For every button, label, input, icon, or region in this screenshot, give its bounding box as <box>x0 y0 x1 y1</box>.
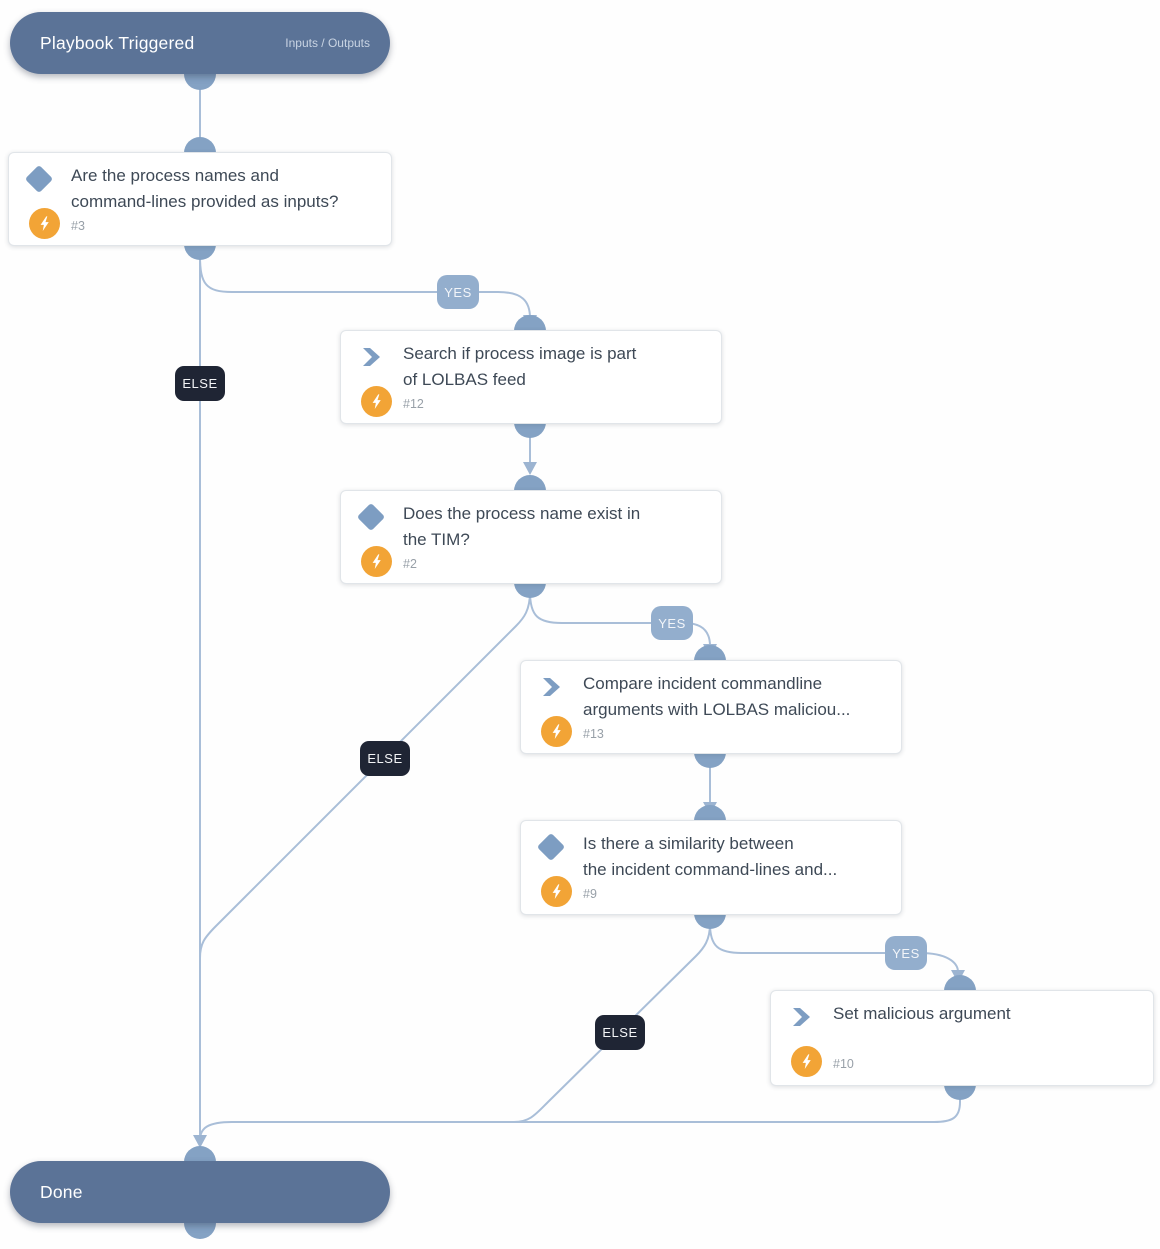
node-id: #10 <box>833 1057 854 1071</box>
yes-label-branch-2: YES <box>651 606 693 640</box>
else-label-branch-9: ELSE <box>595 1015 645 1050</box>
task-chevron-icon <box>787 1003 815 1031</box>
task-node-12[interactable]: Search if process image is part of LOLBA… <box>340 330 722 424</box>
automation-bolt-icon <box>29 208 60 239</box>
task-node-10[interactable]: Set malicious argument #10 <box>770 990 1154 1086</box>
node-id: #13 <box>583 727 604 741</box>
node-id: #9 <box>583 887 597 901</box>
automation-bolt-icon <box>541 876 572 907</box>
automation-bolt-icon <box>791 1046 822 1077</box>
node-id: #12 <box>403 397 424 411</box>
else-label-branch-2: ELSE <box>360 741 410 776</box>
automation-bolt-icon <box>361 386 392 417</box>
condition-diamond-icon <box>536 832 566 862</box>
condition-node-9[interactable]: Is there a similarity between the incide… <box>520 820 902 915</box>
condition-diamond-icon <box>24 164 54 194</box>
node-title: Are the process names and command-lines … <box>71 166 339 211</box>
yes-label-branch-3: YES <box>437 275 479 309</box>
condition-node-2[interactable]: Does the process name exist in the TIM? … <box>340 490 722 584</box>
node-title: Set malicious argument <box>833 1004 1011 1023</box>
yes-label-branch-9: YES <box>885 936 927 970</box>
node-title: Search if process image is part of LOLBA… <box>403 344 637 389</box>
task-node-13[interactable]: Compare incident commandline arguments w… <box>520 660 902 754</box>
task-chevron-icon <box>357 343 385 371</box>
inputs-outputs-link[interactable]: Inputs / Outputs <box>285 36 370 50</box>
automation-bolt-icon <box>541 716 572 747</box>
condition-node-3[interactable]: Are the process names and command-lines … <box>8 152 392 246</box>
end-node-title: Done <box>40 1181 83 1202</box>
else-label-branch-3: ELSE <box>175 366 225 401</box>
playbook-triggered-node[interactable]: Playbook Triggered Inputs / Outputs <box>10 12 390 74</box>
task-chevron-icon <box>537 673 565 701</box>
automation-bolt-icon <box>361 546 392 577</box>
start-node-title: Playbook Triggered <box>40 32 195 53</box>
node-id: #2 <box>403 557 417 571</box>
condition-diamond-icon <box>356 502 386 532</box>
node-id: #3 <box>71 219 85 233</box>
done-node[interactable]: Done <box>10 1161 390 1223</box>
node-title: Compare incident commandline arguments w… <box>583 674 851 719</box>
node-title: Is there a similarity between the incide… <box>583 834 838 879</box>
node-title: Does the process name exist in the TIM? <box>403 504 641 549</box>
